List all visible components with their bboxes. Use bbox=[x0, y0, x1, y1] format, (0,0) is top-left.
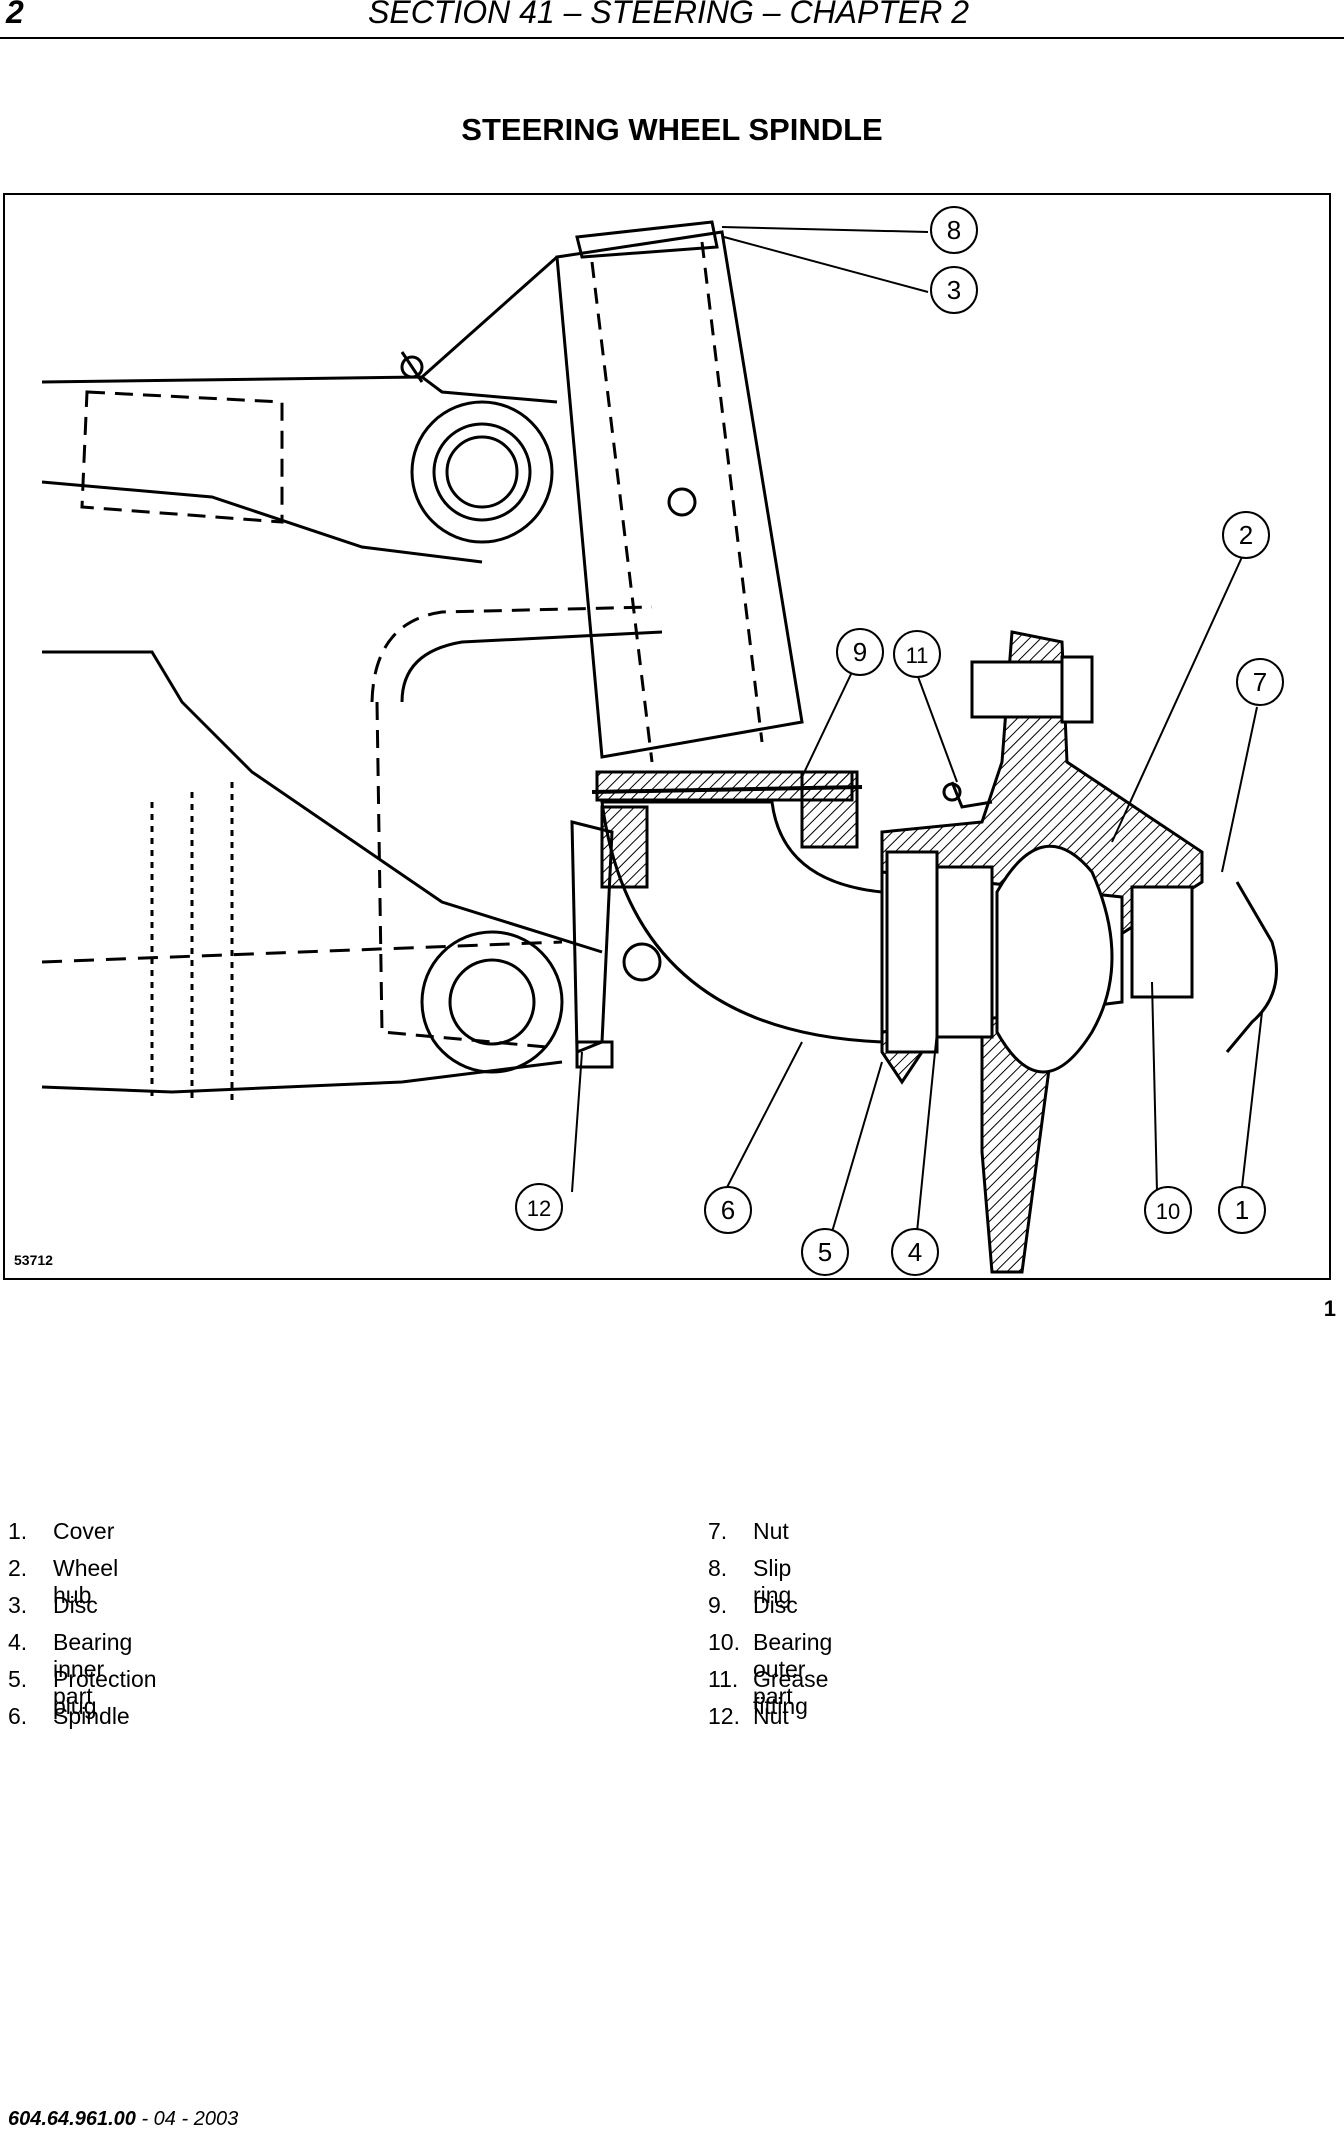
drawing-lines bbox=[41, 220, 1278, 1274]
callout-7-label: 7 bbox=[1253, 667, 1267, 697]
legend-text: Disc bbox=[53, 1592, 98, 1618]
callout-3-label: 3 bbox=[947, 275, 961, 305]
leader-lines bbox=[571, 226, 1263, 1233]
legend-number: 6. bbox=[8, 1703, 28, 1729]
legend-text: Nut bbox=[753, 1518, 789, 1544]
callout-11: 11 bbox=[893, 630, 941, 678]
legend-text: Protection plug bbox=[53, 1666, 157, 1719]
legend-text: Cover bbox=[53, 1518, 115, 1544]
callout-1-label: 1 bbox=[1235, 1195, 1249, 1225]
legend-text: Spindle bbox=[53, 1703, 130, 1729]
callout-6: 6 bbox=[704, 1186, 752, 1234]
legend-number: 5. bbox=[8, 1666, 28, 1692]
spindle-technical-drawing: 8 3 2 9 11 7 1 bbox=[41, 206, 1284, 1276]
callout-11-label: 11 bbox=[906, 643, 929, 668]
page-number: 2 bbox=[6, 0, 24, 30]
doc-date: - 04 - 2003 bbox=[135, 2108, 239, 2130]
callout-4-label: 4 bbox=[908, 1237, 922, 1267]
callout-1: 1 bbox=[1218, 1186, 1266, 1234]
callout-5: 5 bbox=[801, 1228, 849, 1276]
callout-9-label: 9 bbox=[853, 637, 867, 667]
callout-8-label: 8 bbox=[947, 215, 961, 245]
page-title: STEERING WHEEL SPINDLE bbox=[461, 112, 883, 147]
callout-5-label: 5 bbox=[818, 1237, 832, 1267]
callout-2: 2 bbox=[1222, 511, 1270, 559]
legend-number: 10. bbox=[708, 1629, 740, 1655]
callout-9: 9 bbox=[836, 628, 884, 676]
figure-number: 1 bbox=[1323, 1296, 1336, 1321]
legend-text: Wheel hub bbox=[53, 1555, 119, 1608]
legend-text: Disc bbox=[753, 1592, 798, 1618]
page-footer: 604.64.961.00 - 04 - 2003 bbox=[8, 2108, 238, 2131]
callout-10-label: 10 bbox=[1156, 1199, 1180, 1224]
callout-10: 10 bbox=[1144, 1186, 1192, 1234]
callout-8: 8 bbox=[930, 206, 978, 254]
legend-number: 12. bbox=[708, 1703, 740, 1729]
legend-number: 1. bbox=[8, 1518, 28, 1544]
legend-number: 8. bbox=[708, 1555, 728, 1581]
figure-frame: 8 3 2 9 11 7 1 bbox=[3, 193, 1331, 1280]
section-title: SECTION 41 – STEERING – CHAPTER 2 bbox=[368, 0, 970, 30]
legend-text: Nut bbox=[753, 1703, 789, 1729]
callout-4: 4 bbox=[891, 1228, 939, 1276]
callout-7: 7 bbox=[1236, 658, 1284, 706]
callout-6-label: 6 bbox=[721, 1195, 735, 1225]
legend-number: 4. bbox=[8, 1629, 28, 1655]
doc-number: 604.64.961.00 bbox=[8, 2108, 136, 2130]
legend-text: Grease fitting bbox=[753, 1666, 829, 1719]
legend-number: 2. bbox=[8, 1555, 28, 1581]
callout-labels: 8 3 2 9 11 7 1 bbox=[515, 206, 1284, 1276]
callout-3: 3 bbox=[930, 266, 978, 314]
header-rule bbox=[0, 37, 1344, 39]
legend-text: Slip ring bbox=[753, 1555, 792, 1608]
legend-number: 11. bbox=[708, 1666, 739, 1692]
legend-text: Bearing outer part bbox=[753, 1629, 833, 1709]
callout-12-label: 12 bbox=[527, 1196, 551, 1221]
legend-text: Bearing inner part bbox=[53, 1629, 133, 1709]
legend-number: 7. bbox=[708, 1518, 728, 1544]
legend-number: 3. bbox=[8, 1592, 28, 1618]
legend-number: 9. bbox=[708, 1592, 728, 1618]
drawing-id: 53712 bbox=[14, 1252, 53, 1268]
callout-2-label: 2 bbox=[1239, 520, 1253, 550]
callout-12: 12 bbox=[515, 1183, 563, 1231]
